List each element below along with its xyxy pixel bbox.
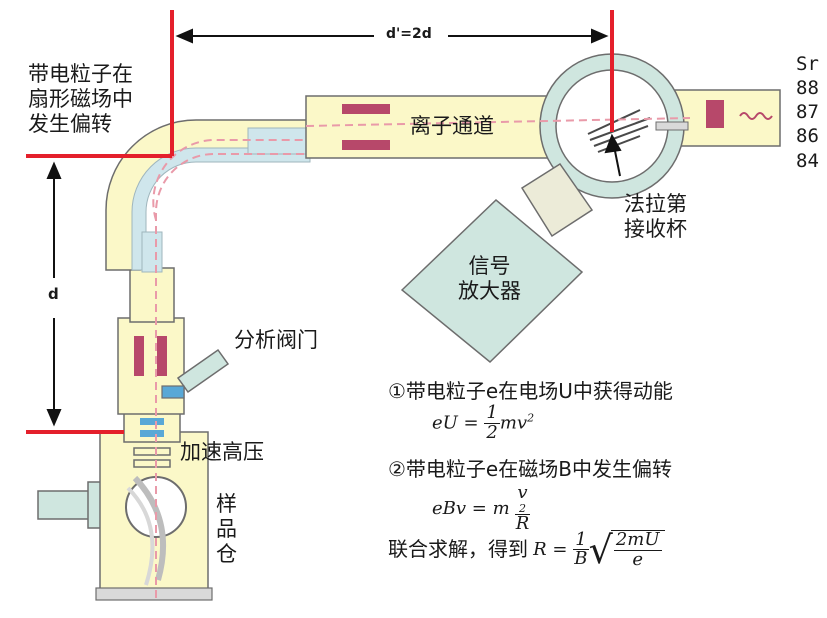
dimension-arrows [46,28,622,427]
ion-channel-label: 离子通道 [410,114,494,138]
deflection-label: 带电粒子在 扇形磁场中 发生偏转 [28,62,133,136]
magnet-tube [131,147,311,271]
lower-column [117,317,185,415]
isotope-list: Sr 88 87 86 84 [796,52,819,173]
distance-top-label: d'=2d [386,26,432,42]
amp-box [400,198,584,364]
focus-plate-left [134,336,144,376]
amplifier-label: 信号 放大器 [458,254,521,303]
distance-left-label: d [48,285,59,303]
ion-channel-plate-bottom [342,140,390,150]
isotope-86: 86 [796,125,819,148]
faraday-slit [655,121,689,131]
step2-text: ②带电粒子e在磁场B中发生偏转 [388,457,672,481]
sqrt-sign: √ [588,527,613,572]
isotope-84: 84 [796,149,819,172]
accel-block-1 [140,418,164,425]
detector-wave [739,112,773,120]
isotope-88: 88 [796,77,819,100]
valve-handle [161,385,185,399]
valve-label: 分析阀门 [234,328,318,352]
magnet-entry-tube [141,231,163,273]
amp-neck [520,162,594,238]
ion-beam-curve [152,138,306,221]
step1-text: ①带电粒子e在电场U中获得动能 [388,379,673,403]
accel-plate-2 [133,459,171,468]
step3-text: 联合求解，得到 [388,537,528,562]
ion-channel-plate-top [342,104,390,114]
sample-label: 样 品 仓 [216,492,237,566]
focus-plate-right [157,336,167,376]
sample-chamber-base [95,587,213,601]
accel-housing [123,411,181,443]
red-reference-lines [26,10,614,434]
sample-rail [132,475,167,581]
accel-block-2 [140,430,164,437]
accel-plate-1 [133,447,171,456]
ion-beam [155,117,691,598]
upper-column [129,267,175,323]
accel-label: 加速高压 [180,440,264,464]
valve-arm [176,348,230,394]
element-symbol: Sr [796,53,819,75]
faraday-label: 法拉第 接收杯 [624,192,687,241]
isotope-87: 87 [796,101,819,124]
detector-element [706,100,724,128]
sample-rail-inner [126,486,155,586]
sample-side-port [37,490,91,520]
